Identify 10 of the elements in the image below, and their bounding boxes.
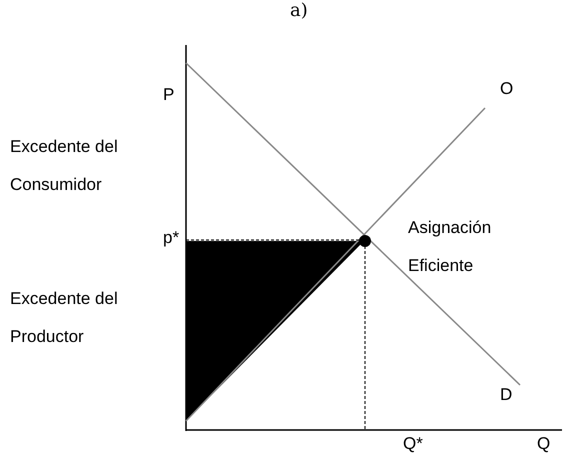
axis-label: Q [537,434,552,454]
axis-label: Q* [403,434,424,454]
axis-label: D [500,385,514,405]
axis-label: Excedente del Productor [10,288,119,348]
axis-label: Excedente del Consumidor [10,136,119,196]
axis-label: P [163,85,176,105]
axis-label: p* [163,228,180,248]
axis-label: Asignación Eficiente [408,217,492,277]
axis-label: O [500,79,514,99]
title: a) [290,2,308,20]
